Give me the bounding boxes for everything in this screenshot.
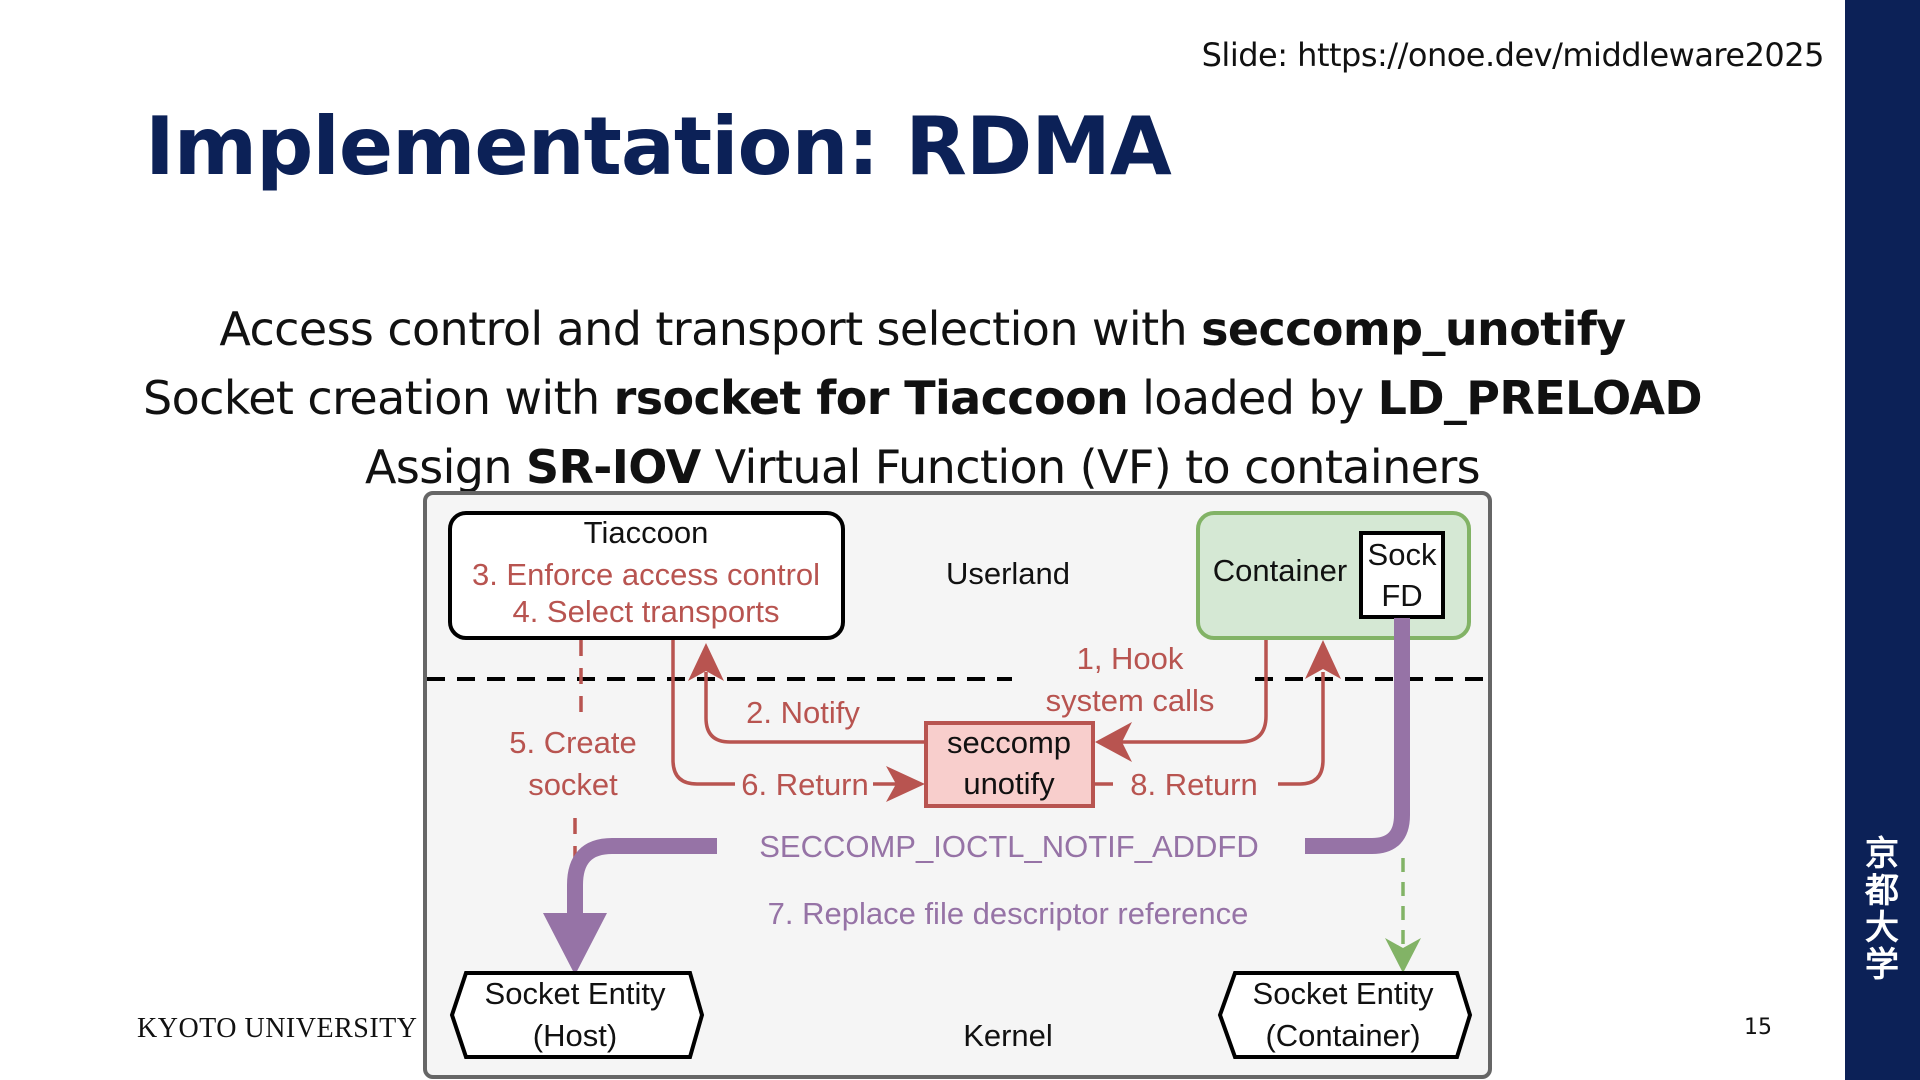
return8-arrowhead — [1305, 640, 1341, 679]
notify-arrowhead — [688, 643, 724, 681]
university-kanji-logo: 京都大学 — [1865, 834, 1899, 985]
seccomp-line2: unotify — [963, 766, 1055, 801]
socket-entity-container — [1217, 971, 1473, 1059]
return6-arrowhead — [886, 766, 925, 802]
kernel-label: Kernel — [963, 1018, 1053, 1053]
return8-arrow — [1278, 672, 1325, 786]
point-line: Assign SR-IOV Virtual Function (VF) to c… — [0, 433, 1845, 502]
notify-arrow — [704, 672, 926, 744]
tiaccoon-box — [448, 511, 845, 640]
point-text: loaded by — [1128, 371, 1378, 425]
step1-line1: 1, Hook — [1077, 641, 1184, 676]
container-label: Container — [1213, 553, 1347, 588]
key-points: Access control and transport selection w… — [0, 295, 1845, 502]
hook-arrow — [1100, 640, 1268, 744]
hook-arrowhead — [1095, 722, 1132, 762]
socket-container-line1: Socket Entity — [1253, 976, 1434, 1011]
step5-line1: 5. Create — [509, 725, 637, 760]
slide-url: Slide: https://onoe.dev/middleware2025 — [1201, 36, 1825, 74]
point-text: Virtual Function (VF) to containers — [700, 440, 1481, 494]
addfd-path-left — [567, 838, 717, 920]
step5-line2: socket — [528, 767, 618, 802]
step6-label: 6. Return — [741, 767, 869, 802]
socket-entity-host — [449, 971, 705, 1059]
point-text: Socket creation with — [142, 371, 614, 425]
sock-fd-line2: FD — [1381, 578, 1422, 613]
addfd-path-right — [1305, 618, 1410, 854]
seccomp-line1: seccomp — [947, 725, 1071, 760]
point-emphasis: rsocket for Tiaccoon — [613, 371, 1129, 425]
step2-label: 2. Notify — [746, 695, 860, 730]
socket-host-line1: Socket Entity — [485, 976, 666, 1011]
step1-line2: system calls — [1046, 683, 1215, 718]
userland-label: Userland — [946, 556, 1070, 591]
sock-fd-box — [1359, 531, 1445, 619]
step4-label: 4. Select transports — [512, 594, 779, 629]
step8-label: 8. Return — [1130, 767, 1258, 802]
brand-sidebar: 京都大学 — [1845, 0, 1920, 1080]
point-text: Access control and transport selection w… — [219, 302, 1202, 356]
container-socket-arrowhead — [1385, 938, 1421, 973]
point-emphasis: LD_PRELOAD — [1377, 371, 1703, 425]
tiaccoon-title: Tiaccoon — [584, 515, 709, 550]
step3-label: 3. Enforce access control — [472, 557, 820, 592]
seccomp-unotify-box — [924, 721, 1095, 808]
point-line: Access control and transport selection w… — [0, 295, 1845, 364]
university-name: KYOTO UNIVERSITY — [137, 1013, 418, 1044]
point-text: Assign — [364, 440, 526, 494]
point-emphasis: SR-IOV — [525, 440, 701, 494]
socket-host-line2: (Host) — [533, 1018, 617, 1053]
slide-title: Implementation: RDMA — [145, 100, 1172, 193]
page-number: 15 — [1744, 1015, 1772, 1040]
point-emphasis: seccomp_unotify — [1201, 302, 1626, 356]
addfd-arrowhead — [543, 913, 607, 975]
addfd-label: SECCOMP_IOCTL_NOTIF_ADDFD — [759, 829, 1259, 864]
step7-label: 7. Replace file descriptor reference — [768, 896, 1249, 931]
point-line: Socket creation with rsocket for Tiaccoo… — [0, 364, 1845, 433]
socket-container-line2: (Container) — [1265, 1018, 1420, 1053]
return6-arrow — [671, 640, 735, 786]
sock-fd-line1: Sock — [1368, 537, 1437, 572]
